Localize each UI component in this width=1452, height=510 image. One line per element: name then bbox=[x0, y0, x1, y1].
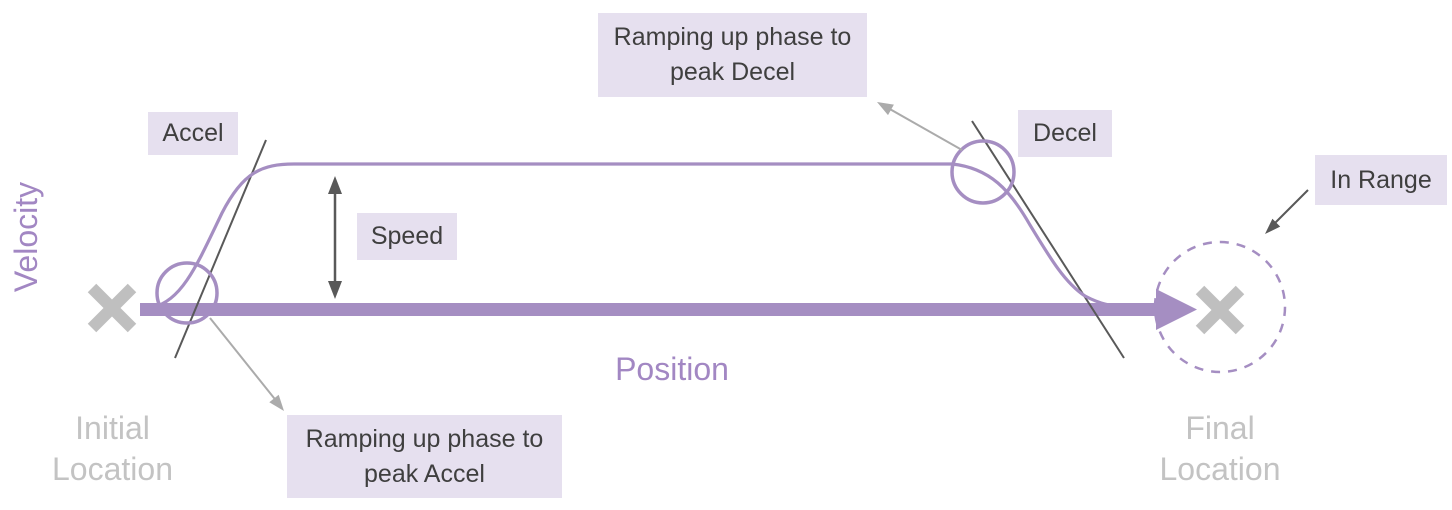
speed-double-arrow-icon bbox=[328, 176, 342, 299]
ramp-accel-label: Ramping up phase to peak Accel bbox=[287, 415, 562, 498]
speed-label: Speed bbox=[357, 213, 457, 260]
velocity-axis-label: Velocity bbox=[8, 181, 44, 293]
in-range-dashed-circle bbox=[1153, 240, 1287, 374]
final-location-line1: Final bbox=[1185, 410, 1255, 446]
decel-label: Decel bbox=[1018, 110, 1112, 157]
position-axis-label: Position bbox=[615, 351, 729, 387]
ramp-decel-label: Ramping up phase to peak Decel bbox=[598, 13, 867, 97]
accel-label: Accel bbox=[148, 112, 238, 155]
in-range-label: In Range bbox=[1315, 155, 1447, 205]
final-location-line2: Location bbox=[1159, 451, 1281, 487]
decel-tangent-line bbox=[971, 120, 1125, 359]
final-location-label: Final Location bbox=[1135, 408, 1305, 490]
initial-location-label: Initial Location bbox=[30, 408, 195, 490]
initial-location-line2: Location bbox=[52, 451, 173, 487]
initial-location-line1: Initial bbox=[75, 410, 150, 446]
final-x-mark-icon bbox=[1195, 285, 1245, 335]
accel-highlight-circle bbox=[155, 261, 219, 325]
decel-highlight-circle bbox=[950, 139, 1016, 205]
in-range-pointer-arrow-icon bbox=[1265, 189, 1309, 234]
ramp-decel-pointer-arrow-icon bbox=[877, 102, 963, 151]
ramp-accel-pointer-arrow-icon bbox=[209, 317, 284, 411]
position-axis-arrow bbox=[140, 289, 1197, 330]
velocity-profile-curve bbox=[152, 162, 1129, 309]
initial-x-mark-icon bbox=[87, 283, 137, 333]
